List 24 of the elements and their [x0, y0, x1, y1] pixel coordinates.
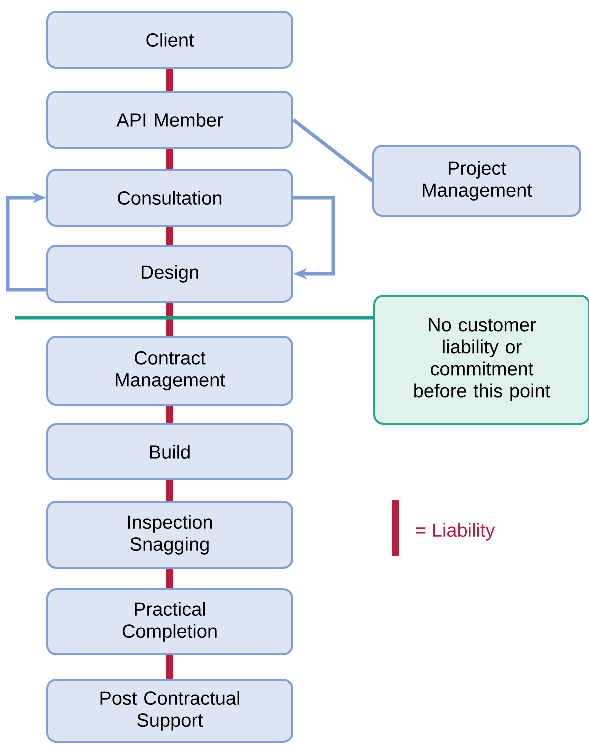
connector-line	[166, 227, 174, 245]
arrow	[6, 192, 46, 292]
process-box: Inspection Snagging	[46, 501, 294, 569]
process-box: Project Management	[372, 145, 582, 217]
process-box: Consultation	[46, 169, 294, 227]
connector-line	[166, 303, 174, 336]
connector-line	[166, 656, 174, 679]
legend-label: = Liability	[416, 523, 496, 541]
process-box: Client	[46, 11, 294, 69]
process-box: API Member	[46, 91, 294, 149]
connector-line	[166, 69, 174, 91]
connector-line	[292, 118, 374, 182]
divider-line	[15, 316, 374, 320]
process-box: Build	[46, 424, 294, 480]
arrow	[294, 196, 336, 280]
connector-line	[166, 569, 174, 588]
note-box: No customer liability or commitment before this point	[374, 295, 589, 425]
process-box: Post Contractual Support	[46, 679, 294, 743]
process-box: Practical Completion	[46, 588, 294, 656]
process-box: Contract Management	[46, 336, 294, 406]
connector-line	[166, 406, 174, 424]
connector-line	[166, 480, 174, 501]
connector-line	[166, 149, 174, 169]
process-box: Design	[46, 245, 294, 303]
